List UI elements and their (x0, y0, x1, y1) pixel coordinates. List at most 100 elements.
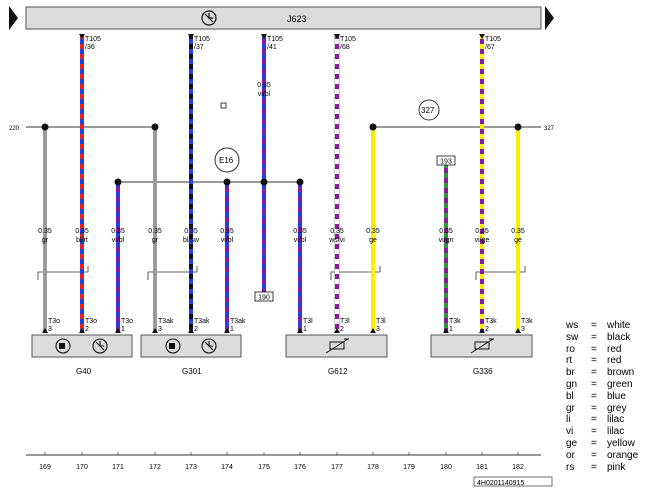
pin-label: 1 (449, 326, 453, 333)
wire-color-label: vi/bl (221, 237, 234, 244)
column-number: 169 (39, 464, 51, 471)
pin-label: 1 (121, 326, 125, 333)
column-number: 172 (149, 464, 161, 471)
legend-equals: = (591, 414, 597, 426)
reference-box (436, 155, 456, 166)
ground-icon (92, 338, 108, 354)
wire-size-label: 0.35 (111, 228, 125, 235)
component-label-g301: G301 (182, 367, 202, 376)
pin-label: 2 (85, 326, 89, 333)
legend-name: blue (607, 390, 626, 402)
component-box-g301 (140, 334, 242, 358)
column-number: 173 (185, 464, 197, 471)
pin-label: 2 (485, 326, 489, 333)
component-label-g336: G336 (473, 367, 493, 376)
scroll-left-arrow[interactable] (9, 6, 18, 30)
wire-color-label: gr (152, 237, 159, 244)
legend-row: bl=blue (566, 391, 654, 403)
legend-equals: = (591, 437, 597, 449)
column-number: 171 (112, 464, 124, 471)
wire-color-label: ws/vi (328, 237, 345, 244)
column-number: 179 (403, 464, 415, 471)
wire-color-label: ge (369, 237, 377, 244)
legend-row: gn=green (566, 379, 654, 391)
wire-size-label: 0.35 (293, 228, 307, 235)
splice-label-right: 327 (544, 126, 555, 132)
connector-label: T3o (121, 318, 133, 325)
connector-label: T3k (485, 318, 497, 325)
wire-color-label: vi/gn (439, 237, 454, 244)
legend-equals: = (591, 343, 597, 355)
wire-size-label: 0.35 (148, 228, 162, 235)
splice-dot (514, 123, 522, 131)
splice-dot (151, 123, 159, 131)
footer-code: 4H0201140915 (477, 480, 524, 487)
connector-label: T3o (48, 318, 60, 325)
reference-box-label: 193 (440, 159, 452, 166)
legend-row: rt=red (566, 355, 654, 367)
component-label-g612: G612 (328, 367, 348, 376)
connector-arrow (188, 328, 194, 333)
reference-box-label: 190 (258, 295, 270, 302)
pin-label: 2 (194, 326, 198, 333)
column-number: 180 (440, 464, 452, 471)
legend-row: ws=white (566, 320, 654, 332)
connector-arrow (515, 328, 521, 333)
wire-size-label: 0.35 (257, 82, 271, 89)
column-number: 178 (367, 464, 379, 471)
legend-code: vi (566, 426, 574, 438)
connector-arrow (79, 34, 85, 39)
legend-equals: = (591, 390, 597, 402)
component-label-g40: G40 (76, 367, 92, 376)
connector-arrow (370, 328, 376, 333)
connector-arrow (261, 34, 267, 39)
pin-label: 2 (340, 326, 344, 333)
legend-row: ge=yellow (566, 438, 654, 450)
legend-equals: = (591, 355, 597, 367)
legend-name: red (607, 343, 622, 355)
legend-name: lilac (607, 426, 625, 438)
legend-equals: = (591, 378, 597, 390)
legend-code: ro (566, 343, 575, 355)
column-number: 174 (221, 464, 233, 471)
splice-dot (369, 123, 377, 131)
sensor-icon (165, 338, 181, 354)
variable-resistor-icon (325, 338, 349, 354)
legend-row: gr=grey (566, 403, 654, 415)
connector-label: T105 (85, 36, 101, 43)
pin-label: /67 (485, 44, 495, 51)
legend-code: rs (566, 461, 575, 473)
pin-label: 1 (230, 326, 234, 333)
legend-code: li (566, 414, 571, 426)
legend-name: yellow (607, 437, 635, 449)
splice-circle-327-label: 327 (421, 106, 435, 115)
ground-icon (201, 338, 217, 354)
connector-arrow (334, 34, 340, 39)
wire-size-label: 0.35 (184, 228, 198, 235)
splice-circle-e16-label: E16 (219, 156, 234, 165)
scroll-right-arrow[interactable] (545, 6, 554, 30)
connector-label: T105 (340, 36, 356, 43)
splice-dot (260, 178, 268, 186)
connector-label: T3k (449, 318, 461, 325)
legend-name: lilac (607, 414, 625, 426)
connector-arrow (115, 328, 121, 333)
variable-resistor-icon (470, 338, 494, 354)
legend-code: sw (566, 331, 579, 343)
legend-row: or=orange (566, 450, 654, 462)
shield-bracket (37, 266, 89, 280)
pin-label: /37 (194, 44, 204, 51)
legend-code: ws (566, 320, 579, 331)
connector-label: T3l (376, 318, 386, 325)
column-number: 181 (476, 464, 488, 471)
connector-label: T105 (194, 36, 210, 43)
pin-label: /41 (267, 44, 277, 51)
marker-small (220, 102, 227, 109)
splice-dot (114, 178, 122, 186)
wire-color-label: bl/sw (183, 237, 200, 244)
legend-code: or (566, 449, 575, 461)
legend-equals: = (591, 426, 597, 438)
splice-label-left: 220 (9, 126, 20, 132)
